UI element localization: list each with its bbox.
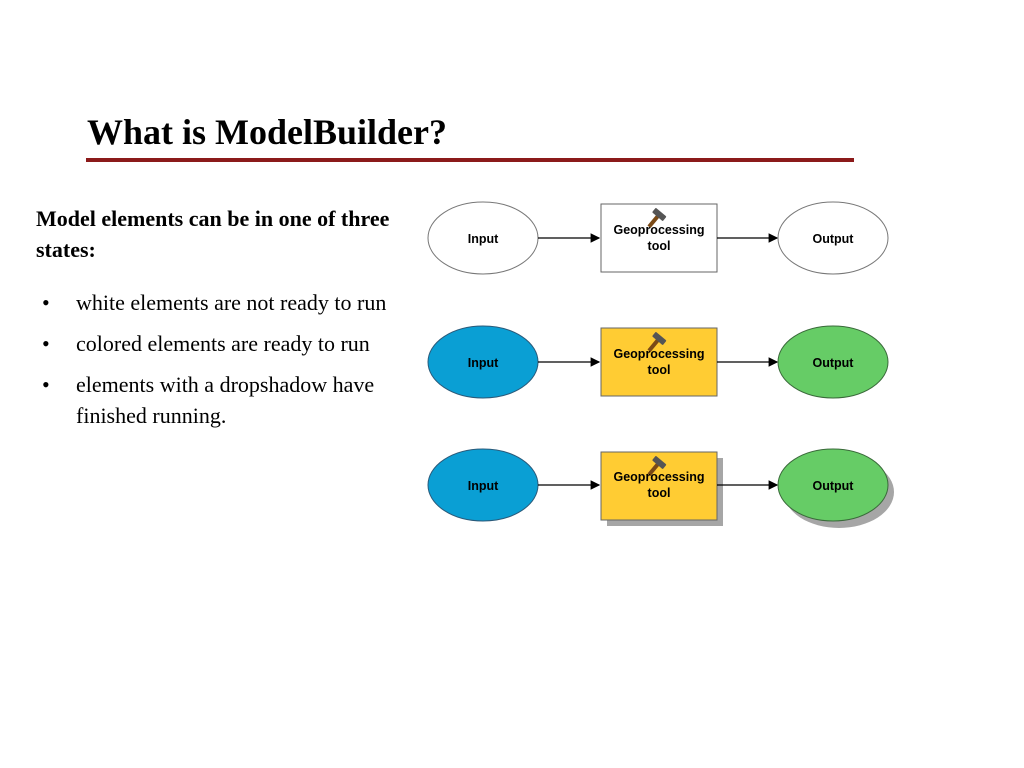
row-ready: Input Geoprocessing tool Output — [427, 325, 889, 399]
tool-label-line2: tool — [648, 239, 671, 253]
tool-label-line2: tool — [648, 363, 671, 377]
bullet-item: • colored elements are ready to run — [42, 328, 392, 359]
title-rule — [86, 158, 854, 162]
model-diagram: Input Geoprocessing tool Output Input Ge… — [418, 192, 904, 536]
bullet-dot-icon: • — [42, 290, 50, 315]
bullet-dot-icon: • — [42, 331, 50, 356]
input-label: Input — [468, 479, 499, 493]
bullet-dot-icon: • — [42, 372, 50, 397]
tool-label-line1: Geoprocessing — [614, 223, 705, 237]
output-node — [777, 201, 889, 275]
output-node — [777, 448, 889, 522]
intro-text: Model elements can be in one of three st… — [36, 206, 390, 262]
row-finished: Input Geoprocessing tool Output — [427, 448, 894, 528]
input-label: Input — [468, 356, 499, 370]
row-not-ready: Input Geoprocessing tool Output — [427, 201, 889, 275]
output-label: Output — [813, 356, 855, 370]
bullet-list: • white elements are not ready to run • … — [42, 287, 392, 441]
bullet-item: • elements with a dropshadow have finish… — [42, 369, 392, 431]
bullet-item: • white elements are not ready to run — [42, 287, 392, 318]
output-label: Output — [813, 232, 855, 246]
model-diagram-svg: Input Geoprocessing tool Output Input Ge… — [427, 201, 894, 528]
output-node — [777, 325, 889, 399]
bullet-text: elements with a dropshadow have finished… — [76, 372, 375, 428]
tool-label-line1: Geoprocessing — [614, 470, 705, 484]
tool-label-line1: Geoprocessing — [614, 347, 705, 361]
slide-title: What is ModelBuilder? — [87, 112, 448, 152]
output-label: Output — [813, 479, 855, 493]
bullet-text: colored elements are ready to run — [76, 331, 370, 356]
input-label: Input — [468, 232, 499, 246]
bullet-text: white elements are not ready to run — [76, 290, 387, 315]
tool-label-line2: tool — [648, 486, 671, 500]
